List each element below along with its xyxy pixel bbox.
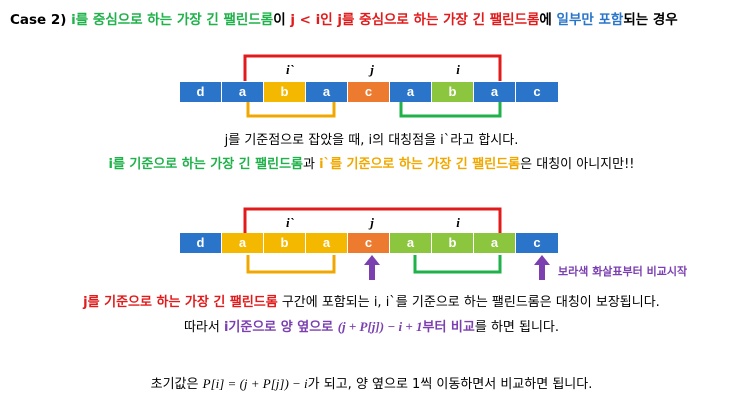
- cell: a: [306, 82, 348, 102]
- text5-math: P[i] = (j + P[j]) − i: [202, 376, 308, 391]
- green-bracket: [413, 255, 502, 274]
- text4-part1: 따라서: [183, 320, 224, 335]
- title-part6: 되는 경우: [623, 12, 678, 28]
- cell: a: [390, 233, 432, 253]
- text4-part2: i기준으로 양 옆으로: [223, 320, 338, 335]
- title-part4: 에: [539, 12, 557, 28]
- text4-part4: 를 하면 됩니다.: [474, 320, 560, 335]
- text4-math: (j + P[j]) − i + 1: [337, 319, 423, 334]
- label-i-prime: i`: [286, 215, 294, 230]
- array-row-2: d a b a c a b a c: [180, 233, 558, 253]
- diagram-2: i` j i d a b a c a b a c 보라색 화살표부터 비교시작: [0, 195, 743, 290]
- yellow-bracket: [246, 255, 336, 274]
- red-bracket: [243, 54, 502, 81]
- diagram-1: i` j i d a b a c a b a c: [0, 0, 743, 120]
- cell: b: [432, 82, 474, 102]
- text-line-1: j를 기준점으로 잡았을 때, i의 대칭점을 i`라고 합시다.: [224, 133, 519, 148]
- cell: c: [348, 82, 390, 102]
- cell: a: [306, 233, 348, 253]
- label-j: j: [370, 215, 374, 230]
- cell: a: [222, 82, 264, 102]
- cell: b: [432, 233, 474, 253]
- cell: a: [474, 233, 516, 253]
- text4-part3: 부터 비교: [422, 320, 475, 335]
- text2-part1: i를 기준으로 하는 가장 긴 팰린드롬: [108, 157, 304, 172]
- cell: c: [516, 233, 558, 253]
- title-part1: i를 중심으로 하는 가장 긴 팰린드롬: [71, 12, 274, 28]
- array-row-1: d a b a c a b a c: [180, 82, 558, 102]
- label-i: i: [456, 215, 460, 230]
- text5-part2: 가 되고, 양 옆으로 1씩 이동하면서 비교하면 됩니다.: [307, 377, 593, 392]
- case-title: Case 2) i를 중심으로 하는 가장 긴 팰린드롬이 j < i인 j를 …: [10, 8, 678, 28]
- text3-part2: 구간에 포함되는 i, i`를 기준으로 하는 팰린드롬은 대칭이 보장됩니다.: [277, 295, 660, 310]
- diagram-1-brackets: [243, 54, 502, 118]
- purple-arrow-note: 보라색 화살표부터 비교시작: [558, 265, 688, 278]
- cell: c: [516, 82, 558, 102]
- title-prefix: Case 2): [10, 12, 72, 28]
- cell: d: [180, 233, 222, 253]
- red-bracket: [243, 207, 502, 234]
- label-i-prime: i`: [286, 62, 294, 77]
- purple-arrow-left: [364, 255, 380, 280]
- cell: d: [180, 82, 222, 102]
- cell: c: [348, 233, 390, 253]
- cell: a: [474, 82, 516, 102]
- text-line-3: j를 기준으로 하는 가장 긴 팰린드롬 구간에 포함되는 i, i`를 기준으…: [0, 291, 743, 310]
- cell: b: [264, 82, 306, 102]
- purple-arrow-right: [534, 255, 550, 280]
- cell: a: [222, 233, 264, 253]
- text-line-5: 초기값은 P[i] = (j + P[j]) − i가 되고, 양 옆으로 1씩…: [0, 373, 743, 392]
- text2-part2: 과: [303, 157, 320, 172]
- text-line-4: 따라서 i기준으로 양 옆으로 (j + P[j]) − i + 1부터 비교를…: [0, 316, 743, 335]
- text2-part4: 은 대칭이 아니지만!!: [520, 157, 635, 172]
- yellow-bracket: [246, 102, 336, 118]
- green-bracket: [399, 102, 502, 118]
- title-part3: j < i인 j를 중심으로 하는 가장 긴 팰린드롬: [290, 12, 540, 28]
- text5-part1: 초기값은: [150, 377, 203, 392]
- title-part5: 일부만 포함: [556, 12, 624, 28]
- text-line-2: i를 기준으로 하는 가장 긴 팰린드롬과 i`를 기준으로 하는 가장 긴 팰…: [0, 153, 743, 172]
- diagram-2-brackets: [243, 207, 550, 280]
- text2-part3: i`를 기준으로 하는 가장 긴 팰린드롬: [319, 157, 521, 172]
- title-part2: 이: [273, 12, 291, 28]
- cell: a: [390, 82, 432, 102]
- cell: b: [264, 233, 306, 253]
- label-i: i: [456, 62, 460, 77]
- label-j: j: [370, 62, 374, 77]
- text3-part1: j를 기준으로 하는 가장 긴 팰린드롬: [83, 295, 278, 310]
